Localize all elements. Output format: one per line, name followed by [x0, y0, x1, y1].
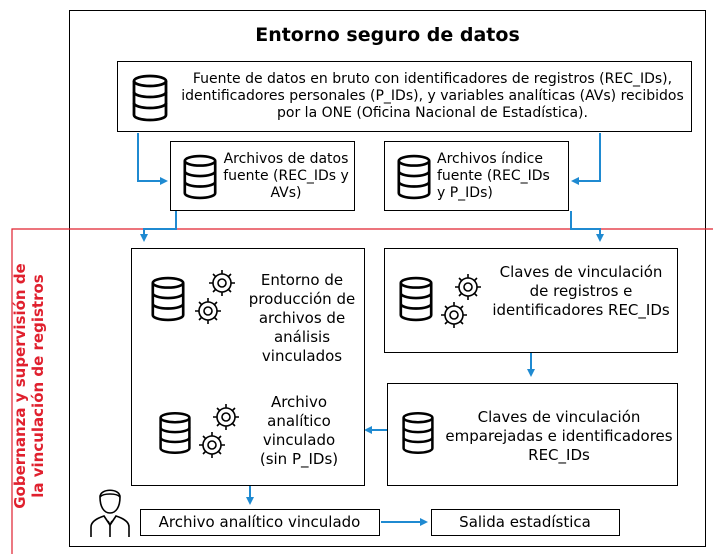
- database-icon: [397, 154, 431, 200]
- gears-icon: [441, 274, 481, 328]
- database-icon: [159, 411, 191, 455]
- arrow-index-files-to-link-keys: [570, 211, 604, 242]
- side-label-line-2: la vinculación de registros: [29, 274, 47, 498]
- source-data-files-text: Archivos de datos fuente (REC_IDs y AVs): [223, 151, 349, 201]
- governance-side-label: Gobernanza y supervisión de la vinculaci…: [11, 236, 47, 536]
- linked-analytic-output-text: Archivo analítico vinculado: [158, 513, 361, 531]
- linkage-keys-box: Claves de vinculación de registros e ide…: [384, 248, 678, 353]
- paired-linkage-keys-text: Claves de vinculación emparejadas e iden…: [445, 408, 673, 464]
- database-icon: [183, 154, 217, 200]
- person-icon: [90, 489, 130, 537]
- database-icon: [151, 276, 185, 322]
- side-label-line-1: Gobernanza y supervisión de: [11, 263, 29, 509]
- source-data-text: Fuente de datos en bruto con identificad…: [181, 71, 684, 121]
- secure-environment-frame: [69, 10, 706, 547]
- arrow-source-to-index-files: [571, 133, 601, 185]
- production-environment-box: Entorno de producción de archivos de aná…: [131, 248, 365, 486]
- diagram-title: Entorno seguro de datos: [255, 24, 520, 46]
- database-icon: [402, 411, 434, 455]
- statistical-output-box: Salida estadística: [431, 509, 620, 536]
- statistical-output-text: Salida estadística: [459, 513, 591, 531]
- database-icon: [132, 74, 168, 122]
- paired-linkage-keys-box: Claves de vinculación emparejadas e iden…: [387, 383, 678, 486]
- gears-icon: [199, 404, 239, 458]
- linked-analytic-file-text: Archivo analítico vinculado (sin P_IDs): [259, 393, 339, 468]
- arrow-source-to-data-files: [137, 133, 168, 185]
- gears-icon: [195, 270, 235, 324]
- source-data-box: Fuente de datos en bruto con identificad…: [117, 61, 692, 132]
- arrow-data-files-to-production: [140, 211, 177, 242]
- source-index-files-box: Archivos índice fuente (REC_IDs y P_IDs): [384, 141, 569, 211]
- governance-boundary-line: [11, 228, 713, 554]
- linked-analytic-output-box: Archivo analítico vinculado: [140, 509, 380, 536]
- linkage-keys-text: Claves de vinculación de registros e ide…: [492, 263, 670, 319]
- database-icon: [399, 276, 433, 322]
- production-environment-text: Entorno de producción de archivos de aná…: [248, 271, 356, 365]
- source-index-files-text: Archivos índice fuente (REC_IDs y P_IDs): [437, 151, 550, 201]
- source-data-files-box: Archivos de datos fuente (REC_IDs y AVs): [170, 141, 355, 211]
